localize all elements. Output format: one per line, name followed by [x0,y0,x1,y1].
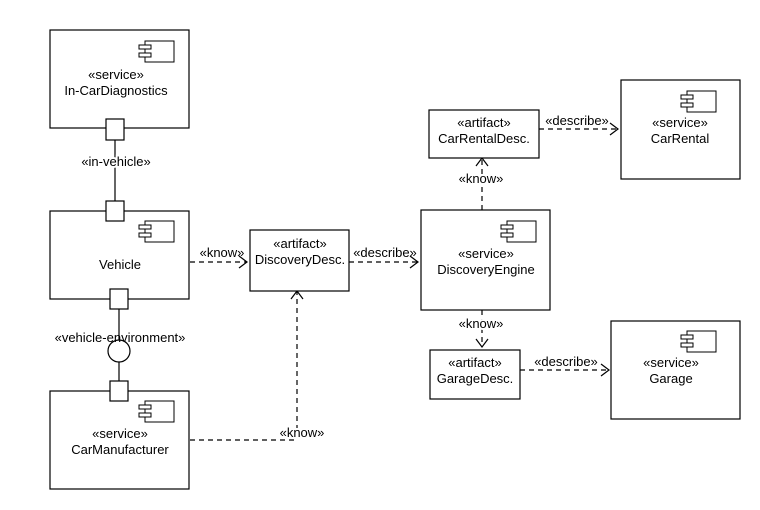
garage-desc-artifact[interactable]: «artifact» GarageDesc. [429,349,521,400]
discovery-describe-label: «describe» [353,245,417,260]
component-icon [680,330,717,353]
diagnostics-port [105,118,125,141]
in-car-diagnostics-component[interactable]: «service» In-CarDiagnostics [49,29,190,129]
component-icon [138,220,175,243]
rental-describe-label: «describe» [545,113,609,128]
stereotype-label: «service» [92,426,148,441]
discovery-desc-artifact[interactable]: «artifact» DiscoveryDesc. [249,229,350,292]
car-manufacturer-component[interactable]: «service» CarManufacturer [49,390,190,490]
component-icon [138,400,175,423]
discovery-describe-engine-dependency [349,255,419,269]
component-name: In-CarDiagnostics [64,83,168,98]
component-name: Garage [649,371,692,386]
engine-know-rental-label: «know» [459,171,504,186]
stereotype-label: «artifact» [448,355,501,370]
artifact-name: CarRentalDesc. [438,131,530,146]
stereotype-label: «service» [652,115,708,130]
car-rental-component[interactable]: «service» CarRental [620,79,741,180]
car-rental-desc-artifact[interactable]: «artifact» CarRentalDesc. [428,109,540,159]
vehicle-environment-interface [107,339,131,363]
component-name: CarRental [651,131,710,146]
stereotype-label: «artifact» [273,236,326,251]
rental-describe-service-dependency [539,122,619,136]
component-name: Vehicle [99,257,141,272]
garage-describe-label: «describe» [534,354,598,369]
stereotype-label: «service» [458,246,514,261]
vehicle-know-label: «know» [200,245,245,260]
vehicle-in-vehicle-port [105,200,125,222]
discovery-engine-component[interactable]: «service» DiscoveryEngine [420,209,551,311]
garage-describe-service-dependency [520,363,610,377]
stereotype-label: «service» [88,67,144,82]
stereotype-label: «service» [643,355,699,370]
component-icon [680,90,717,113]
in-vehicle-label: «in-vehicle» [81,154,150,169]
vehicle-environment-port [109,288,129,310]
artifact-name: DiscoveryDesc. [255,252,345,267]
artifact-name: GarageDesc. [437,371,514,386]
engine-know-garage-label: «know» [459,316,504,331]
vehicle-know-discovery-dependency [190,255,248,269]
component-icon [500,220,537,243]
stereotype-label: «artifact» [457,115,510,130]
component-name: CarManufacturer [71,442,169,457]
vehicle-component[interactable]: Vehicle [49,210,190,300]
component-name: DiscoveryEngine [437,262,535,277]
manufacturer-know-label: «know» [280,425,325,440]
component-icon [138,40,175,63]
manufacturer-port [109,380,129,402]
manufacturer-know-discovery-dependency [190,290,304,441]
engine-know-garage-dependency [475,310,489,348]
garage-component[interactable]: «service» Garage [610,320,741,420]
vehicle-environment-label: «vehicle-environment» [55,330,186,345]
